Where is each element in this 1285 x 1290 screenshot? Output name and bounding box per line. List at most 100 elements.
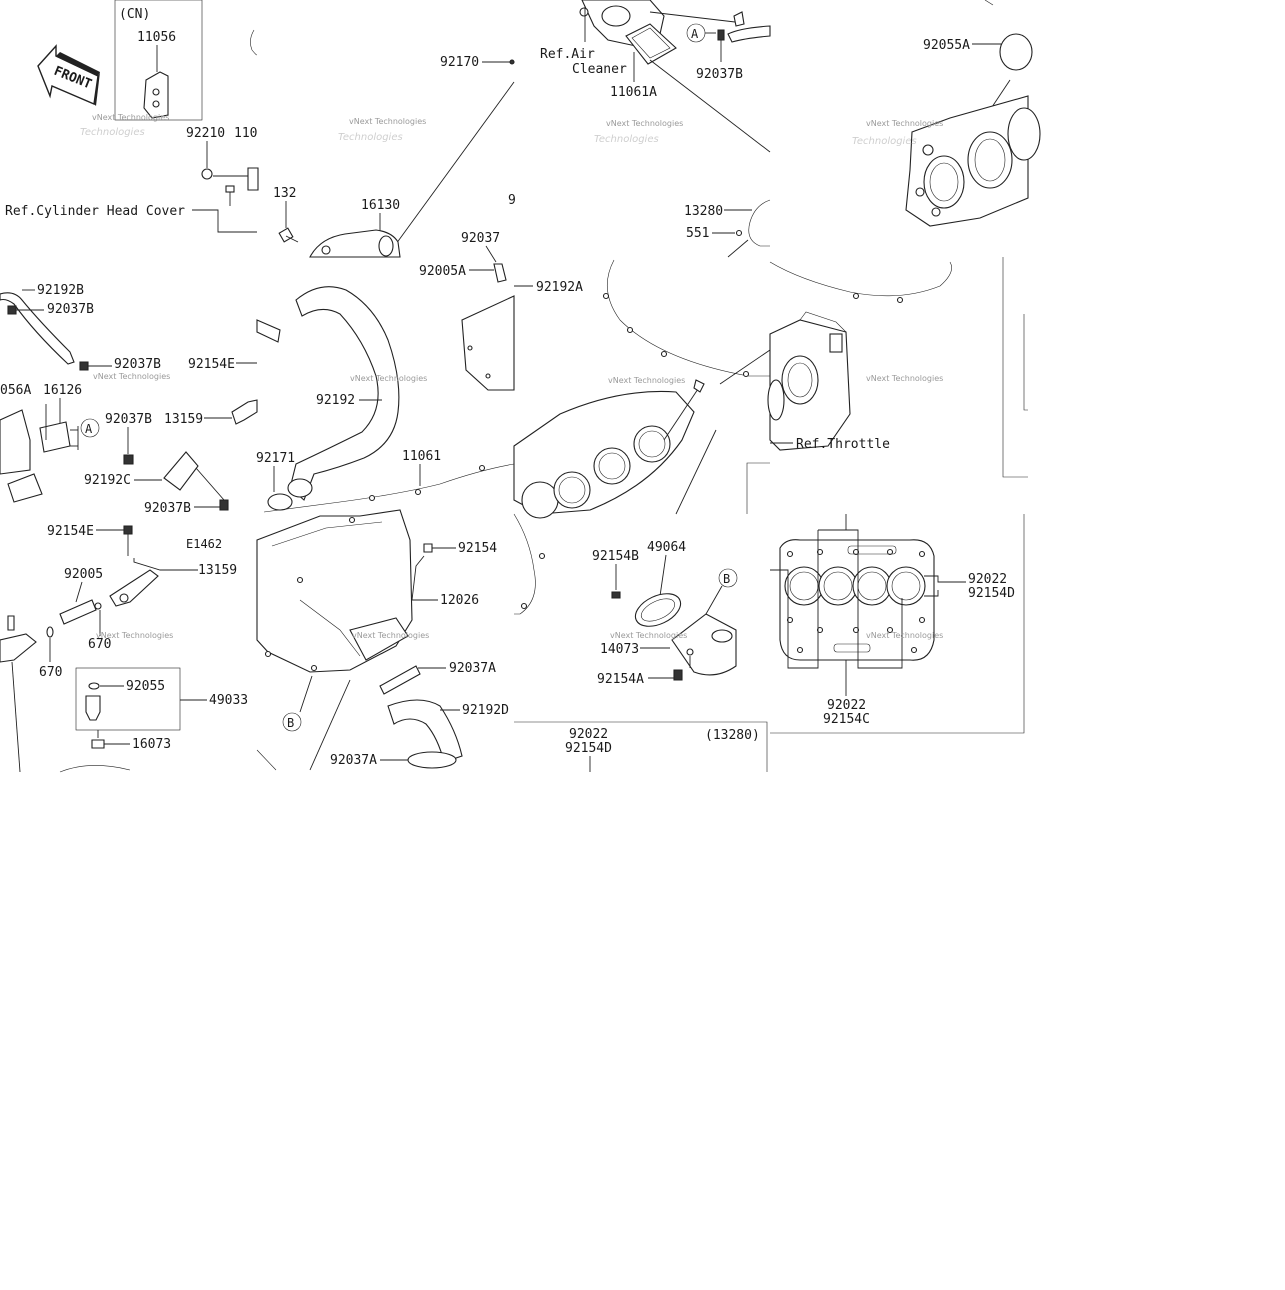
sensor-box-49033 [75, 667, 181, 731]
valve-16126-part [39, 421, 71, 453]
label-92154B: 92154B [592, 549, 639, 564]
label-92192B: 92192B [37, 283, 84, 298]
clamp-92192C-part [163, 451, 199, 491]
label-132: 132 [273, 186, 296, 201]
label-92005A: 92005A [419, 264, 466, 279]
watermark-11: vNext Technologies [349, 117, 426, 126]
label-92210: 92210 [186, 126, 225, 141]
callout-a-mid: A [85, 422, 93, 436]
label-16073: 16073 [132, 737, 171, 752]
label-92037B-2: 92037B [114, 357, 161, 372]
label-92192A: 92192A [536, 280, 583, 295]
watermark-14: Technologies [338, 132, 403, 143]
tile-middle-right: Ref.Throttle vNext Technologies vNext Te… [767, 119, 943, 452]
tile-bottom-left: 92154E E1462 92005 13159 670 670 92055 4… [0, 524, 248, 773]
label-13159-1: 13159 [164, 412, 203, 427]
watermark-2: vNext Technologies [350, 374, 427, 383]
watermark-10: vNext Technologies [92, 113, 169, 122]
hose-92192-part [289, 286, 400, 501]
label-92154E-1: 92154E [188, 357, 235, 372]
tile-bottom-center: 92154 12026 B 92037A 92192D 92037A vNext… [256, 509, 509, 771]
label-49033: 49033 [209, 693, 248, 708]
label-13280-top: 13280 [684, 204, 723, 219]
label-16126: 16126 [43, 383, 82, 398]
watermark-5: vNext Technologies [866, 119, 943, 128]
label-92037B-4: 92037B [144, 501, 191, 516]
callout-b-left: B [287, 716, 294, 730]
label-670-1: 670 [88, 637, 111, 652]
watermark-12: vNext Technologies [606, 119, 683, 128]
washer-92210 [201, 168, 213, 180]
label-92022-c: 92022 [569, 727, 608, 742]
label-110: 110 [234, 126, 257, 141]
tile-middle-center-right: vNext Technologies [513, 259, 952, 519]
label-92192D: 92192D [462, 703, 509, 718]
label-11061A: 11061A [610, 85, 657, 100]
label-92005: 92005 [64, 567, 103, 582]
label-ref-air: Ref.Air [540, 47, 595, 62]
label-92055: 92055 [126, 679, 165, 694]
callout-a-top: A [691, 27, 699, 41]
tile-bottom-right: 92022 92154D 92022 92154C vNext Technolo… [770, 514, 1015, 727]
watermark-8: vNext Technologies [610, 631, 687, 640]
watermark-4: vNext Technologies [866, 374, 943, 383]
label-92171: 92171 [256, 451, 295, 466]
label-92037B-top: 92037B [696, 67, 743, 82]
label-92037A-2: 92037A [330, 753, 377, 768]
hose-16130-part [309, 229, 401, 258]
label-92154C: 92154C [823, 712, 870, 727]
hose-92192B-part [0, 292, 75, 365]
label-551: 551 [686, 226, 709, 241]
clamp-92037A-part [379, 665, 421, 695]
label-92022-r: 92022 [968, 572, 1007, 587]
label-92154E-2: 92154E [47, 524, 94, 539]
label-cn: (CN) [119, 7, 150, 22]
label-e1462: E1462 [186, 537, 222, 551]
label-cleaner: Cleaner [572, 62, 627, 77]
watermark-3: vNext Technologies [608, 376, 685, 385]
label-13159-2: 13159 [198, 563, 237, 578]
label-92037A-1: 92037A [449, 661, 496, 676]
cn-box [114, 0, 203, 121]
frame-lines [514, 257, 1028, 772]
tile-middle-left: 92192B 92037B 92037B 056A 16126 A 92037B… [0, 283, 258, 516]
tile-bottom-center-right: 92154B 49064 B 14073 92154A vNext Techno… [513, 513, 760, 772]
label-11061: 11061 [402, 449, 441, 464]
label-13280-paren: (13280) [705, 728, 760, 743]
watermark-7: vNext Technologies [352, 631, 429, 640]
tile-top-center-right: A 92037B Ref.Air Cleaner 11061A 13280 55… [419, 0, 771, 295]
label-ref-throttle: Ref.Throttle [796, 437, 890, 452]
hose-top-part [727, 25, 771, 43]
label-92154D-r: 92154D [968, 586, 1015, 601]
watermark-13: Technologies [80, 127, 145, 138]
watermark-16: Technologies [852, 136, 917, 147]
label-056A: 056A [0, 383, 31, 398]
clamp-92037A-2-part [407, 751, 457, 769]
gasket-bolt-holes [786, 548, 926, 654]
label-12026: 12026 [440, 593, 479, 608]
label-ref-cylinder-head-cover: Ref.Cylinder Head Cover [5, 204, 185, 219]
label-670-2: 670 [39, 665, 62, 680]
gasket-49064-part [634, 593, 682, 627]
gasket-11061A [625, 23, 677, 65]
label-11056: 11056 [137, 30, 176, 45]
watermarks: vNext Technologies vNext Technologies vN… [80, 113, 917, 147]
label-92154: 92154 [458, 541, 497, 556]
tile-top-left: (CN) 11056 FRONT 92210 110 Ref.Cylinder … [5, 0, 259, 233]
label-92022-b: 92022 [827, 698, 866, 713]
pipe-92005-part [59, 599, 97, 625]
watermark-15: Technologies [594, 134, 659, 145]
callout-b-right: B [723, 572, 730, 586]
tile-top-middle: 92170 132 16130 9 [273, 55, 516, 258]
label-92037B-1: 92037B [47, 302, 94, 317]
label-92154A: 92154A [597, 672, 644, 687]
label-16130: 16130 [361, 198, 400, 213]
label-92192: 92192 [316, 393, 355, 408]
label-14073: 14073 [600, 642, 639, 657]
label-92170: 92170 [440, 55, 479, 70]
sensor-49033-part [85, 695, 101, 721]
label-49064: 49064 [647, 540, 686, 555]
label-9: 9 [508, 193, 516, 208]
airbox-part [256, 509, 413, 673]
